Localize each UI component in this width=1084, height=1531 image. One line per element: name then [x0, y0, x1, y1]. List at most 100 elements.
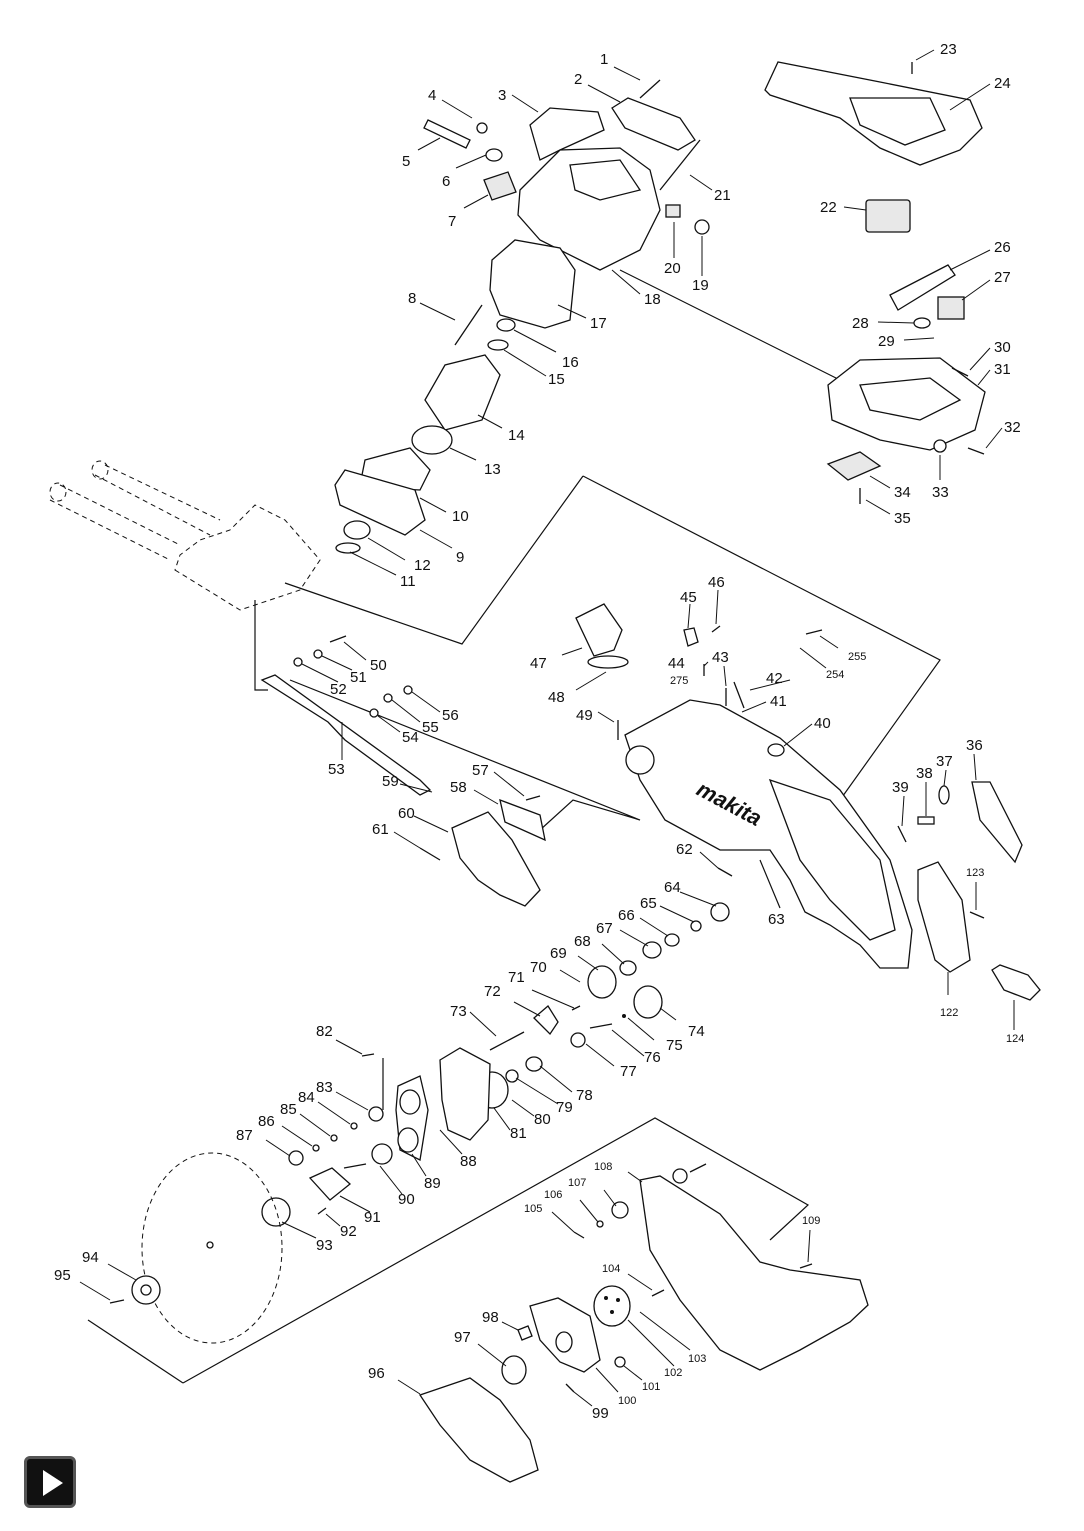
leader-lines: [79, 49, 1015, 1407]
part-label-48: 48: [548, 689, 565, 706]
part-label-86: 86: [258, 1113, 275, 1130]
blade-guard-group: [109, 1152, 869, 1483]
part-label-98: 98: [482, 1309, 499, 1326]
part-label-87: 87: [236, 1127, 253, 1144]
part-label-19: 19: [692, 277, 709, 294]
part-label-94: 94: [82, 1249, 99, 1266]
part-label-64: 64: [664, 879, 681, 896]
part-label-22: 22: [820, 199, 837, 216]
part-label-123: 123: [966, 867, 984, 879]
part-label-2: 2: [574, 71, 582, 88]
part-label-59: 59: [382, 773, 399, 790]
part-label-51: 51: [350, 669, 367, 686]
part-label-275: 275: [670, 675, 688, 687]
part-label-29: 29: [878, 333, 895, 350]
part-label-70: 70: [530, 959, 547, 976]
part-label-7: 7: [448, 213, 456, 230]
part-label-37: 37: [936, 753, 953, 770]
part-label-20: 20: [664, 260, 681, 277]
part-label-43: 43: [712, 649, 729, 666]
part-label-95: 95: [54, 1267, 71, 1284]
part-label-16: 16: [562, 354, 579, 371]
part-label-52: 52: [330, 681, 347, 698]
part-label-8: 8: [408, 290, 416, 307]
part-label-93: 93: [316, 1237, 333, 1254]
part-label-79: 79: [556, 1099, 573, 1116]
part-label-38: 38: [916, 765, 933, 782]
part-label-30: 30: [994, 339, 1011, 356]
part-label-39: 39: [892, 779, 909, 796]
part-label-4: 4: [428, 87, 436, 104]
part-label-124: 124: [1006, 1033, 1024, 1045]
part-label-72: 72: [484, 983, 501, 1000]
part-label-32: 32: [1004, 419, 1021, 436]
part-label-1: 1: [600, 51, 608, 68]
part-label-74: 74: [688, 1023, 705, 1040]
part-label-107: 107: [568, 1177, 586, 1189]
play-icon: [43, 1470, 63, 1496]
part-label-88: 88: [460, 1153, 477, 1170]
part-label-109: 109: [802, 1215, 820, 1227]
part-label-254: 254: [826, 669, 844, 681]
part-label-89: 89: [424, 1175, 441, 1192]
part-label-49: 49: [576, 707, 593, 724]
part-label-53: 53: [328, 761, 345, 778]
group-frame-lines: [87, 269, 941, 1384]
part-label-73: 73: [450, 1003, 467, 1020]
part-label-90: 90: [398, 1191, 415, 1208]
part-label-18: 18: [644, 291, 661, 308]
part-label-104: 104: [602, 1263, 620, 1275]
part-label-77: 77: [620, 1063, 637, 1080]
part-label-3: 3: [498, 87, 506, 104]
motor-housing-group: [334, 79, 710, 554]
part-label-69: 69: [550, 945, 567, 962]
part-label-62: 62: [676, 841, 693, 858]
part-label-108: 108: [594, 1161, 612, 1173]
part-label-92: 92: [340, 1223, 357, 1240]
part-label-23: 23: [940, 41, 957, 58]
part-label-6: 6: [442, 173, 450, 190]
part-label-47: 47: [530, 655, 547, 672]
part-label-35: 35: [894, 510, 911, 527]
part-label-102: 102: [664, 1367, 682, 1379]
part-label-27: 27: [994, 269, 1011, 286]
part-label-68: 68: [574, 933, 591, 950]
part-label-75: 75: [666, 1037, 683, 1054]
part-label-85: 85: [280, 1101, 297, 1118]
part-label-5: 5: [402, 153, 410, 170]
part-label-96: 96: [368, 1365, 385, 1382]
part-label-80: 80: [534, 1111, 551, 1128]
part-label-105: 105: [524, 1203, 542, 1215]
part-label-57: 57: [472, 762, 489, 779]
part-label-21: 21: [714, 187, 731, 204]
part-label-50: 50: [370, 657, 387, 674]
part-label-106: 106: [544, 1189, 562, 1201]
part-label-33: 33: [932, 484, 949, 501]
next-page-button[interactable]: [24, 1456, 76, 1508]
part-label-9: 9: [456, 549, 464, 566]
part-number-labels: 1 2 3 4 5 6 7 8 9 10 11 12 13 14 15 16 1…: [54, 41, 1024, 1422]
part-label-101: 101: [642, 1381, 660, 1393]
part-label-40: 40: [814, 715, 831, 732]
part-label-60: 60: [398, 805, 415, 822]
part-label-55: 55: [422, 719, 439, 736]
part-label-99: 99: [592, 1405, 609, 1422]
part-label-91: 91: [364, 1209, 381, 1226]
part-label-17: 17: [590, 315, 607, 332]
part-label-31: 31: [994, 361, 1011, 378]
part-label-24: 24: [994, 75, 1011, 92]
part-label-71: 71: [508, 969, 525, 986]
part-label-15: 15: [548, 371, 565, 388]
part-label-255: 255: [848, 651, 866, 663]
part-label-63: 63: [768, 911, 785, 928]
gear-train-group: [261, 902, 730, 1227]
part-label-78: 78: [576, 1087, 593, 1104]
part-label-42: 42: [766, 670, 783, 687]
part-label-56: 56: [442, 707, 459, 724]
part-label-11: 11: [400, 573, 416, 590]
part-label-41: 41: [770, 693, 787, 710]
part-label-26: 26: [994, 239, 1011, 256]
part-label-58: 58: [450, 779, 467, 796]
part-label-81: 81: [510, 1125, 527, 1142]
handle-group: [764, 61, 986, 504]
